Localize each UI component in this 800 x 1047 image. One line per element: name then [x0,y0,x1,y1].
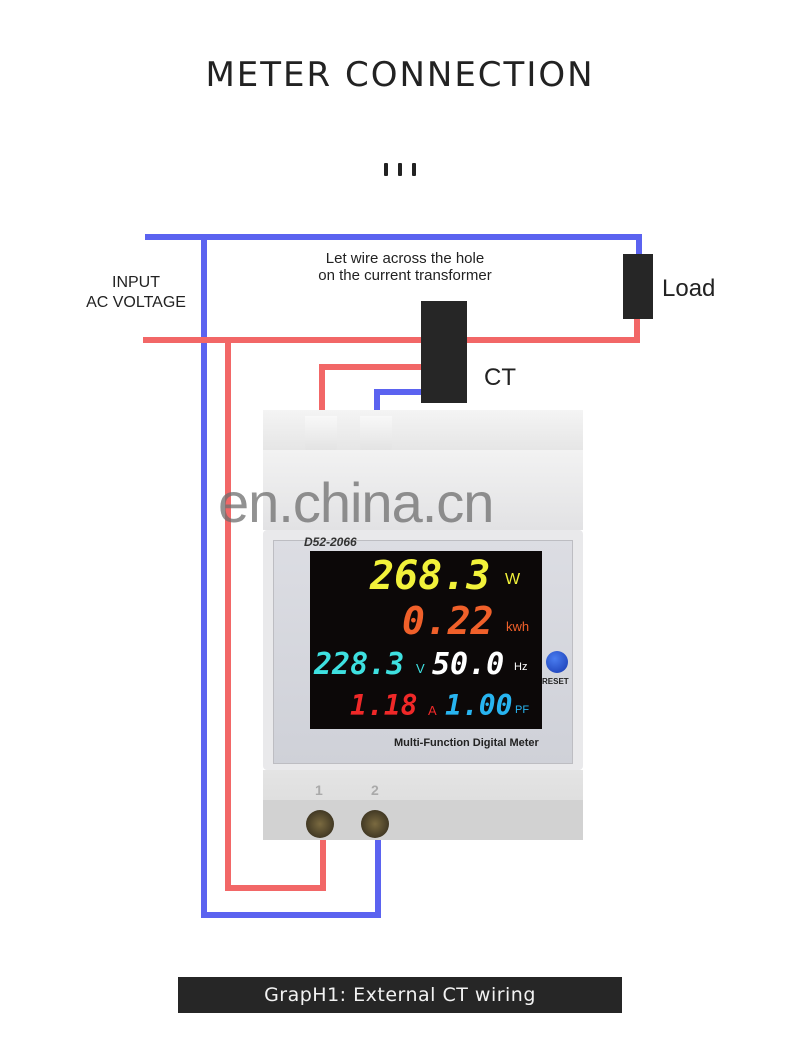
input-label-line1: INPUT [112,274,160,291]
neutral-wire-bottom [201,912,381,918]
frequency-value: 50.0 [432,647,505,682]
live-wire-to-load [634,316,640,343]
lcd-display: 268.3 W 0.22 kwh 228.3 V 50.0 Hz 1.18 A … [310,551,542,729]
input-label-line2: AC VOLTAGE [86,294,186,311]
ct-note-line2: on the current transformer [318,267,492,284]
ct-note-line1: Let wire across the hole [325,250,485,267]
ct-red-lead-v [319,364,325,414]
meter-name-label: Multi-Function Digital Meter [394,737,539,749]
live-wire-to-terminal1 [320,838,326,891]
digital-meter: D52-2066 268.3 W 0.22 kwh 228.3 V 50.0 H… [263,410,583,840]
power-factor-value: 1.00 [445,689,513,722]
neutral-wire-top [145,234,642,240]
voltage-value: 228.3 [314,647,405,682]
watermark: en.china.cn [218,471,494,534]
ct-instruction-note: Let wire across the hole on the current … [290,250,520,284]
meter-terminal-block: 1 2 [263,770,583,840]
current-unit: A [428,703,437,718]
live-wire-left-vertical [225,337,231,891]
terminal-screw-2-icon[interactable] [361,810,389,838]
meter-top-housing [263,410,583,462]
neutral-wire-to-load [636,234,642,256]
energy-value: 0.22 [402,599,494,643]
live-wire-bottom [225,885,326,891]
reset-label: RESET [542,677,569,686]
meter-panel: D52-2066 268.3 W 0.22 kwh 228.3 V 50.0 H… [273,535,573,764]
divider-ticks-icon [384,163,416,177]
energy-unit: kwh [506,619,530,634]
ct-blue-lead-h [374,389,422,395]
figure-caption: GrapH1: External CT wiring [178,977,622,1013]
page-title: METER CONNECTION [205,55,595,95]
terminal-screw-1-icon[interactable] [306,810,334,838]
model-label: D52-2066 [304,535,357,549]
power-unit: W [505,571,521,588]
current-value: 1.18 [350,689,418,722]
meter-upper-body [263,450,583,530]
terminal-number-1: 1 [315,782,323,798]
current-transformer-box [421,301,467,403]
terminal-number-2: 2 [371,782,379,798]
neutral-wire-to-terminal2 [375,838,381,918]
input-voltage-label: INPUT AC VOLTAGE [74,273,198,313]
neutral-wire-left-vertical [201,234,207,918]
ct-label: CT [484,364,516,391]
power-factor-unit: PF [515,704,530,716]
ct-red-lead-h [319,364,422,370]
load-box [623,254,653,319]
load-label: Load [662,275,716,302]
voltage-unit: V [416,661,425,676]
power-value: 268.3 [370,553,491,599]
live-wire-top [143,337,640,343]
frequency-unit: Hz [514,661,528,673]
reset-button[interactable] [546,651,568,673]
meter-face: D52-2066 268.3 W 0.22 kwh 228.3 V 50.0 H… [263,530,583,770]
ct-blue-lead-v [374,389,380,415]
